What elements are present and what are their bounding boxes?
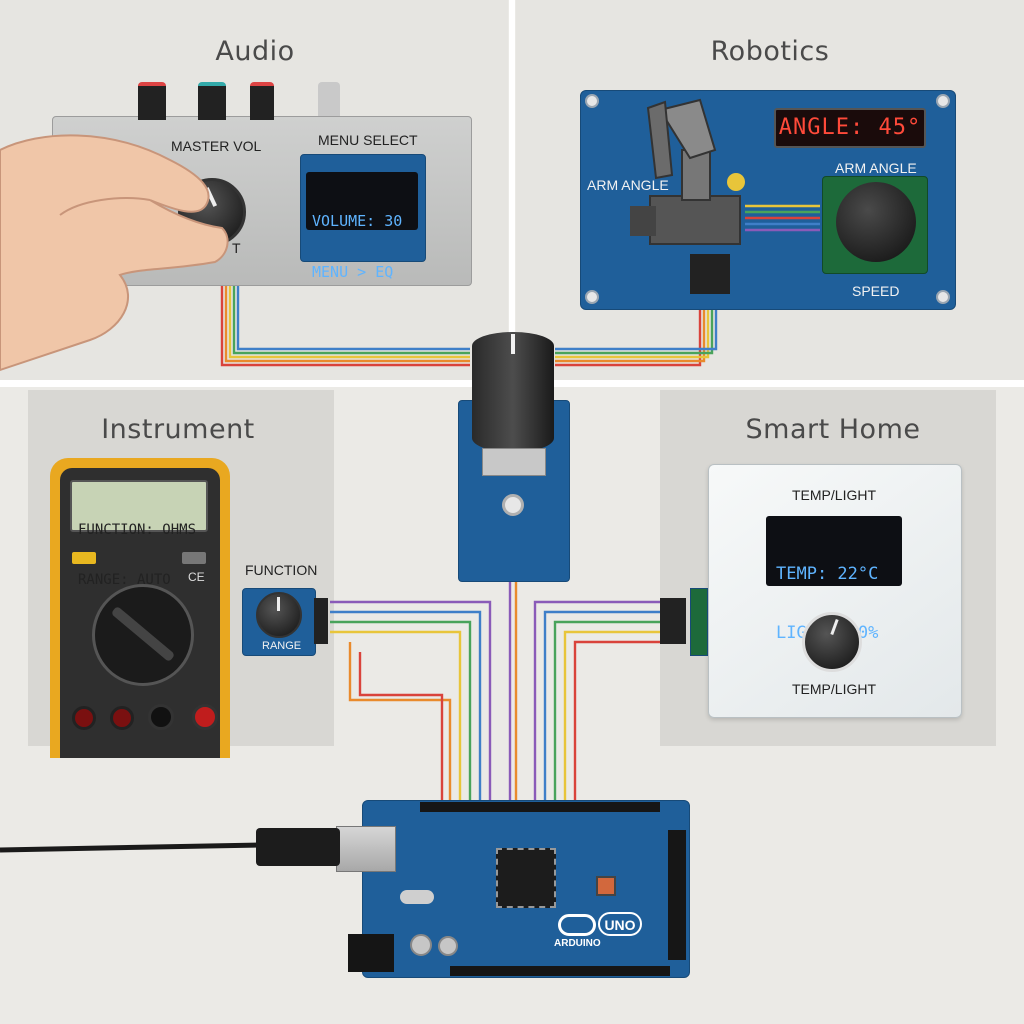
- robotics-knob[interactable]: [836, 182, 916, 262]
- wire-bundle-robotics: [555, 300, 718, 367]
- instrument-title: Instrument: [101, 414, 255, 445]
- instrument-header-pins: [314, 598, 328, 644]
- audio-screen-label: MENU SELECT: [318, 132, 418, 148]
- board-brand-text: ARDUINO: [554, 938, 601, 949]
- wire-bundle-instrument: [330, 600, 492, 800]
- reset-button[interactable]: [596, 876, 616, 896]
- master-volume-knob[interactable]: [178, 178, 246, 246]
- multimeter-button-yellow[interactable]: [72, 552, 96, 564]
- audio-partial-label: T: [232, 240, 241, 256]
- encoder-knob-icon[interactable]: [472, 332, 554, 452]
- encoder-base: [482, 448, 546, 476]
- audio-top-knob[interactable]: [138, 82, 166, 120]
- arduino-infinity-icon: [558, 914, 596, 936]
- header-bottom: [450, 966, 670, 976]
- divider-vertical: [509, 0, 515, 382]
- audio-screen-line-1: VOLUME: 30: [312, 211, 403, 230]
- smart-home-panel-device: [708, 464, 962, 718]
- instrument-knob-bottom-label: RANGE: [262, 640, 302, 652]
- multimeter-line-1: FUNCTION: OHMS: [78, 521, 197, 538]
- audio-oled-screen: VOLUME: 30 MENU > EQ: [306, 172, 418, 281]
- audio-top-knob[interactable]: [250, 82, 274, 120]
- robotics-title: Robotics: [710, 36, 830, 67]
- mount-hole: [936, 290, 950, 304]
- instrument-knob-top-label: FUNCTION: [245, 562, 318, 578]
- capacitor: [410, 934, 432, 956]
- header-top: [420, 802, 660, 812]
- knob-indicator: [204, 187, 218, 207]
- multimeter-dial[interactable]: [92, 584, 194, 686]
- audio-top-knob[interactable]: [198, 82, 226, 120]
- smart-home-screen: TEMP: 22°C LIGHT: 60%: [766, 516, 902, 642]
- capacitor: [438, 936, 458, 956]
- probe-jack[interactable]: [192, 704, 218, 730]
- mount-hole: [585, 94, 599, 108]
- smart-home-bottom-label: TEMP/LIGHT: [792, 681, 877, 697]
- knob-indicator: [830, 618, 839, 636]
- crystal: [400, 890, 434, 904]
- robotics-knob-bottom-label: SPEED: [852, 283, 900, 299]
- smart-home-header-pins: [660, 598, 686, 644]
- mount-hole: [585, 290, 599, 304]
- probe-jack[interactable]: [110, 706, 134, 730]
- audio-knob-label: MASTER VOL: [171, 138, 262, 154]
- mount-hole: [936, 94, 950, 108]
- robotics-segment-display: ANGLE: 45°: [774, 108, 926, 148]
- usb-cable-icon: [0, 842, 261, 853]
- smart-home-knob[interactable]: [802, 612, 862, 672]
- smart-home-connector: [690, 588, 708, 656]
- wire-bundle-encoder: [508, 580, 518, 800]
- header-right: [668, 830, 686, 960]
- knob-indicator: [277, 597, 280, 611]
- multimeter-line-2: RANGE: AUTO: [78, 571, 171, 588]
- knob-indicator: [511, 334, 515, 354]
- audio-top-knob[interactable]: [318, 82, 340, 116]
- smart-home-title: Smart Home: [745, 414, 921, 445]
- audio-title: Audio: [215, 36, 295, 67]
- audio-screen-line-2: MENU > EQ: [312, 263, 394, 282]
- probe-jack[interactable]: [72, 706, 96, 730]
- instrument-knob[interactable]: [256, 592, 302, 638]
- robotics-left-label: ARM ANGLE: [587, 177, 669, 193]
- ce-mark: CE: [188, 570, 205, 584]
- smart-home-line-1: TEMP: 22°C: [776, 564, 879, 585]
- smart-home-top-label: TEMP/LIGHT: [792, 487, 877, 503]
- wire-bundle-smart-home: [533, 600, 660, 800]
- power-jack[interactable]: [348, 934, 394, 972]
- probe-jack[interactable]: [148, 704, 174, 730]
- microcontroller-chip: [496, 848, 556, 908]
- robotics-knob-top-label: ARM ANGLE: [835, 160, 917, 176]
- encoder-mount-hole: [502, 494, 524, 516]
- multimeter-screen: FUNCTION: OHMS RANGE: AUTO: [70, 480, 208, 588]
- multimeter-button-gray[interactable]: [182, 552, 206, 564]
- usb-plug: [256, 828, 340, 866]
- dial-indicator: [110, 605, 176, 663]
- board-logo-text: UNO: [598, 912, 642, 936]
- usb-b-port[interactable]: [336, 826, 396, 872]
